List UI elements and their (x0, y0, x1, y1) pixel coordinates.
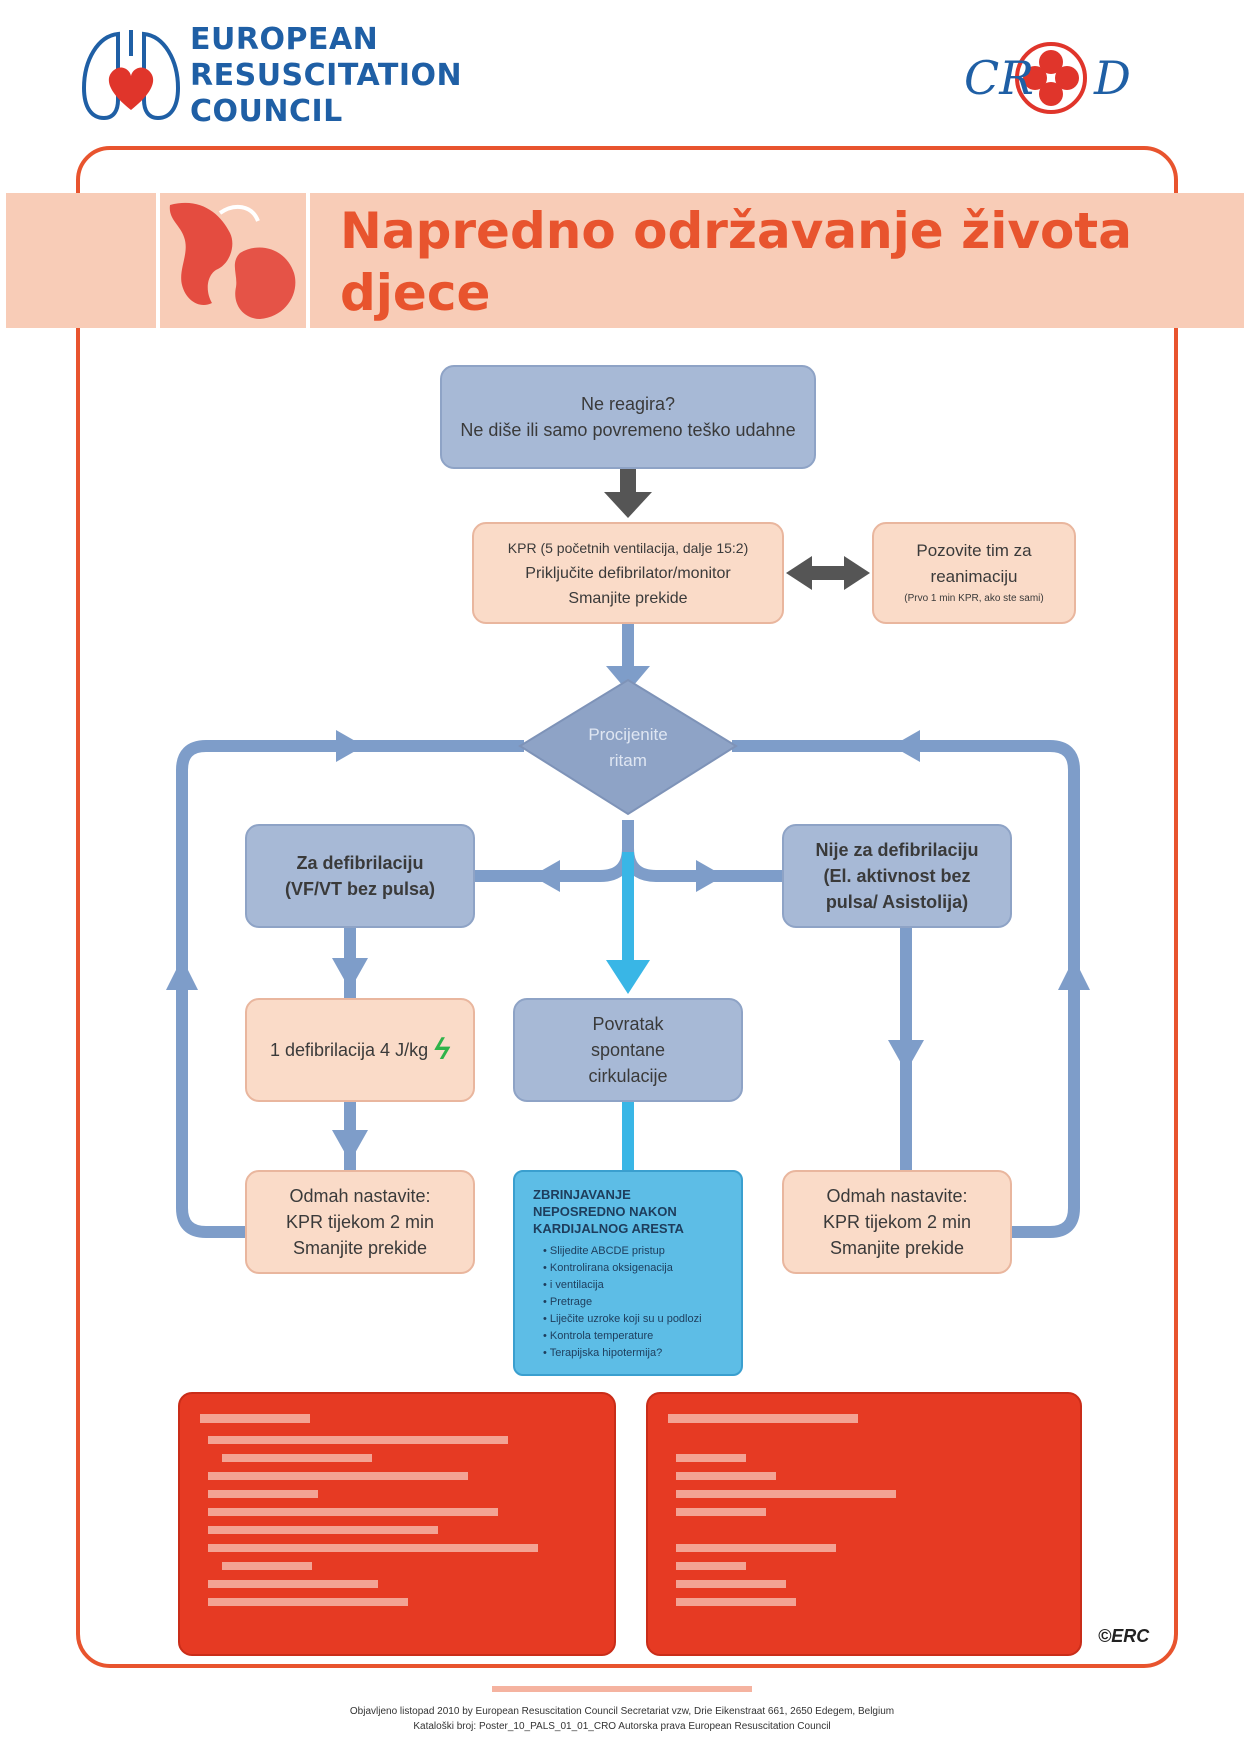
cpr-box: KPR (5 početnih ventilacija, dalje 15:2)… (472, 522, 784, 624)
title-band-right (310, 193, 1244, 328)
cont-left-line-2: KPR tijekom 2 min (285, 1212, 435, 1232)
poster-frame (76, 146, 1178, 1668)
illegible-text-lines (200, 1414, 538, 1606)
defib-label: 1 defibrilacija 4 J/kg (270, 1039, 429, 1060)
post-arrest-care-box: ZBRINJAVANJE NEPOSREDNO NAKON KARDIJALNO… (513, 1170, 743, 1376)
erc-name-line-3: COUNCIL (190, 94, 343, 129)
erc-name-line-2: RESUSCITATION (190, 58, 463, 93)
rosc-box: Povratak spontane cirkulacije (513, 998, 743, 1102)
cont-right-line-1: Odmah nastavite: (826, 1186, 968, 1206)
team-line-1: Pozovite tim za (916, 541, 1032, 560)
erc-name-line-1: EUROPEAN (190, 22, 379, 57)
title-line-1: Napredno održavanje života (340, 202, 1132, 260)
start-line-1: Ne reagira? (580, 394, 676, 414)
post-item: Terapijska hipotermija? (543, 1345, 702, 1362)
footer-catalog: Kataloški broj: Poster_10_PALS_01_01_CRO… (413, 1721, 831, 1732)
poster-title: Napredno održavanje života djece (340, 200, 1220, 324)
post-heading-1: ZBRINJAVANJE (533, 1187, 631, 1202)
call-team-box: Pozovite tim za reanimaciju (Prvo 1 min … (872, 522, 1076, 624)
cpr-line-3: Smanjite prekide (568, 589, 688, 607)
assess-line-2: ritam (609, 751, 647, 770)
cpr-line-2: Priključite defibrilator/monitor (525, 564, 731, 582)
reversible-causes-panel (646, 1392, 1082, 1656)
defibrillation-box: 1 defibrilacija 4 J/kg ϟ (245, 998, 475, 1102)
team-note: (Prvo 1 min KPR, ako ste sami) (904, 593, 1044, 604)
footer-publication: Objavljeno listopad 2010 by European Res… (349, 1706, 895, 1717)
continue-cpr-right-box: Odmah nastavite: KPR tijekom 2 min Smanj… (782, 1170, 1012, 1274)
rosc-line-3: cirkulacije (588, 1066, 668, 1086)
child-illustration (160, 193, 306, 328)
non-shockable-line-3: pulsa/ Asistolija) (825, 892, 969, 912)
shockable-line-1: Za defibrilaciju (296, 853, 424, 873)
lightning-bolt-icon: ϟ (430, 1033, 454, 1066)
defib-row: 1 defibrilacija 4 J/kg ϟ (270, 1033, 454, 1067)
shockable-box: Za defibrilaciju (VF/VT bez pulsa) (245, 824, 475, 928)
non-shockable-line-2: (El. aktivnost bez (823, 866, 971, 886)
non-shockable-box: Nije za defibrilaciju (El. aktivnost bez… (782, 824, 1012, 928)
cont-right-line-3: Smanjite prekide (829, 1238, 965, 1258)
cont-left-line-3: Smanjite prekide (292, 1238, 428, 1258)
assess-rhythm-diamond (518, 678, 738, 816)
erc-signature: ©ERC (1098, 1626, 1150, 1646)
cpr-guidance-panel (178, 1392, 616, 1656)
start-line-2: Ne diše ili samo povremeno teško udahne (460, 420, 796, 440)
post-heading-3: KARDIJALNOG ARESTA (533, 1221, 684, 1236)
rosc-line-1: Povratak (592, 1014, 664, 1034)
erc-lungs-heart-logo (81, 30, 181, 121)
post-item: Slijedite ABCDE pristup (543, 1243, 702, 1260)
continue-cpr-left-box: Odmah nastavite: KPR tijekom 2 min Smanj… (245, 1170, 475, 1274)
post-item: Kontrola temperature (543, 1328, 702, 1345)
cpr-line-1: KPR (5 početnih ventilacija, dalje 15:2) (507, 539, 749, 556)
post-item: Kontrolirana oksigenacija (543, 1260, 702, 1277)
erc-organization-name: EUROPEAN RESUSCITATION COUNCIL (190, 22, 462, 130)
assess-rhythm-label: Procijenite ritam (560, 722, 696, 774)
post-heading-2: NEPOSREDNO NAKON (533, 1204, 677, 1219)
cont-right-line-2: KPR tijekom 2 min (822, 1212, 972, 1232)
rosc-line-2: spontane (590, 1040, 666, 1060)
post-item: Pretrage (543, 1294, 702, 1311)
crc-logo-right-letters: D (1093, 51, 1131, 105)
croatian-resuscitation-council-logo: CR D (964, 42, 1131, 114)
footer-link-illegible (0, 1686, 1244, 1697)
unresponsive-box: Ne reagira? Ne diše ili samo povremeno t… (440, 365, 816, 469)
team-line-2: reanimaciju (930, 567, 1018, 586)
crc-logo-left-letters: CR (964, 51, 1034, 105)
shockable-line-2: (VF/VT bez pulsa) (284, 879, 435, 899)
non-shockable-line-1: Nije za defibrilaciju (815, 840, 979, 860)
title-band-left (6, 193, 156, 328)
post-arrest-list: Slijedite ABCDE pristup Kontrolirana oks… (533, 1243, 702, 1362)
assess-line-1: Procijenite (588, 725, 668, 744)
post-item: Liječite uzroke koji su u podlozi (543, 1311, 702, 1328)
illegible-text-lines (668, 1414, 896, 1606)
post-item: i ventilacija (543, 1277, 702, 1294)
title-line-2: djece (340, 264, 491, 322)
cont-left-line-1: Odmah nastavite: (289, 1186, 431, 1206)
